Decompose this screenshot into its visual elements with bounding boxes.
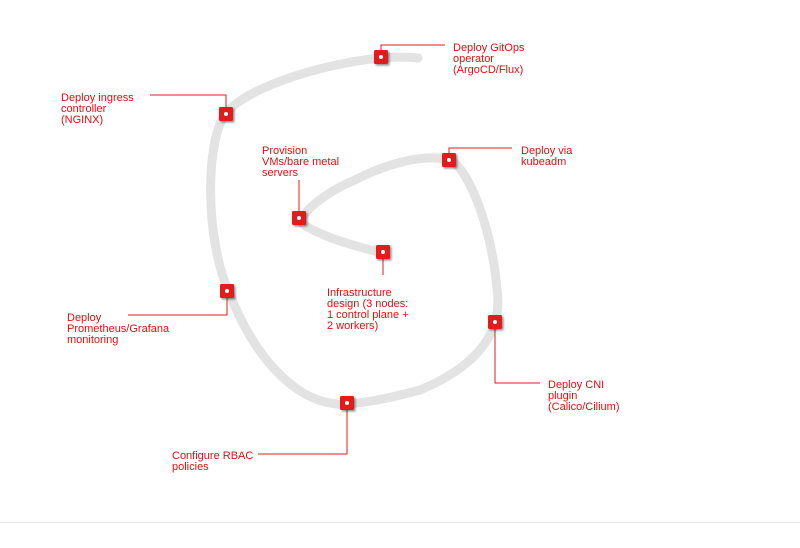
connector-deploy-kubeadm — [448, 147, 512, 160]
bottom-divider — [0, 522, 800, 523]
spiral-track — [206, 52, 503, 409]
label-deploy-monitoring: Deploy Prometheus/Grafana monitoring — [67, 312, 170, 346]
label-configure-rbac: Configure RBAC policies — [172, 450, 254, 473]
marker-deploy-cni — [488, 315, 502, 329]
marker-deploy-gitops — [374, 50, 388, 64]
label-deploy-ingress: Deploy ingress controller (NGINX) — [61, 92, 134, 126]
label-deploy-gitops: Deploy GitOps operator (ArgoCD/Flux) — [453, 42, 525, 76]
marker-deploy-kubeadm — [442, 153, 456, 167]
label-provision-vms: Provision VMs/bare metal servers — [262, 145, 340, 179]
marker-infrastructure-design — [376, 245, 390, 259]
connector-deploy-ingress — [150, 94, 227, 114]
connector-deploy-monitoring — [128, 291, 228, 316]
marker-configure-rbac — [340, 396, 354, 410]
marker-provision-vms — [292, 211, 306, 225]
connector-configure-rbac — [258, 403, 348, 455]
marker-deploy-monitoring — [220, 284, 234, 298]
label-infrastructure-design: Infrastructure design (3 nodes: 1 contro… — [327, 287, 409, 332]
label-deploy-cni: Deploy CNI plugin (Calico/Cilium) — [548, 379, 620, 413]
marker-deploy-ingress — [219, 107, 233, 121]
label-deploy-kubeadm: Deploy via kubeadm — [521, 145, 573, 168]
connector-deploy-cni — [494, 322, 540, 384]
